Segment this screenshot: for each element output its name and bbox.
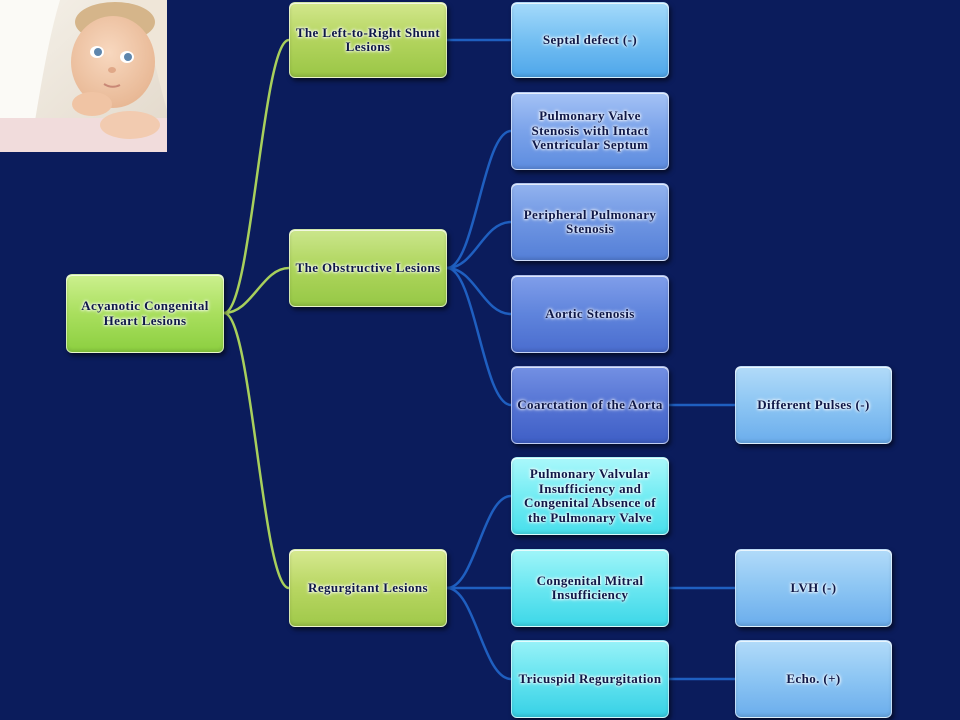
node-echo: Echo. (+) xyxy=(735,640,892,718)
node-label: Echo. (+) xyxy=(786,670,841,686)
node-lvh: LVH (-) xyxy=(735,549,892,627)
node-label: The Left-to-Right Shunt Lesions xyxy=(295,24,441,54)
node-label: Regurgitant Lesions xyxy=(308,579,428,595)
node-peripheral-pulmonary-stenosis: Peripheral Pulmonary Stenosis xyxy=(511,183,669,261)
white-drape xyxy=(0,0,60,152)
node-different-pulses: Different Pulses (-) xyxy=(735,366,892,444)
node-label: Pulmonary Valvular Insufficiency and Con… xyxy=(524,466,656,525)
node-regurgitant-lesions: Regurgitant Lesions xyxy=(289,549,447,627)
node-label: The Obstructive Lesions xyxy=(295,259,441,275)
node-coarctation-of-the-aorta: Coarctation of the Aorta xyxy=(511,366,669,444)
baby-hand xyxy=(72,92,112,116)
connector-root-to-regurgitant xyxy=(222,311,291,590)
connector-root-to-left-to-right-shunt xyxy=(222,38,291,315)
baby-nose xyxy=(108,67,116,73)
node-tricuspid-regurgitation: Tricuspid Regurgitation xyxy=(511,640,669,718)
connector-regurgitant-to-tricuspid-regurgitation xyxy=(445,586,513,681)
node-label: Pulmonary Valve Stenosis with Intact Ven… xyxy=(531,108,649,153)
node-label: Tricuspid Regurgitation xyxy=(518,670,662,686)
node-label: Septal defect (-) xyxy=(542,31,638,47)
node-left-to-right-shunt-lesions: The Left-to-Right Shunt Lesions xyxy=(289,2,447,78)
node-label: Acyanotic Congenital Heart Lesions xyxy=(81,298,209,328)
baby-photo xyxy=(0,0,167,152)
connector-obstructive-to-aortic-stenosis xyxy=(445,266,513,316)
drape-fold xyxy=(130,0,167,110)
connector-root-to-obstructive xyxy=(222,266,291,315)
node-congenital-mitral-insufficiency: Congenital Mitral Insufficiency xyxy=(511,549,669,627)
connector-obstructive-to-peripheral-pulmonary-stenosis xyxy=(445,220,513,270)
node-label: Aortic Stenosis xyxy=(545,305,635,321)
baby-mouth xyxy=(103,83,121,88)
baby-left-iris xyxy=(94,48,102,56)
node-septal-defect: Septal defect (-) xyxy=(511,2,669,78)
node-pulmonary-valve-stenosis: Pulmonary Valve Stenosis with Intact Ven… xyxy=(511,92,669,170)
node-aortic-stenosis: Aortic Stenosis xyxy=(511,275,669,353)
connector-obstructive-to-pulmonary-valve-stenosis xyxy=(445,129,513,270)
baby-arm xyxy=(100,111,160,139)
node-pulmonary-valvular-insufficiency: Pulmonary Valvular Insufficiency and Con… xyxy=(511,457,669,535)
baby-right-iris xyxy=(124,53,132,61)
node-label: LVH (-) xyxy=(790,579,837,595)
baby-face xyxy=(71,16,155,108)
node-acyanotic-congenital-heart-lesions: Acyanotic Congenital Heart Lesions xyxy=(66,274,224,353)
node-label: Peripheral Pulmonary Stenosis xyxy=(523,206,657,236)
node-label: Coarctation of the Aorta xyxy=(517,396,663,412)
node-label: Different Pulses (-) xyxy=(757,396,870,412)
node-label: Congenital Mitral Insufficiency xyxy=(536,572,644,602)
node-obstructive-lesions: The Obstructive Lesions xyxy=(289,229,447,307)
connector-obstructive-to-coarctation xyxy=(445,266,513,407)
baby-photo-illustration xyxy=(0,0,167,152)
connector-regurgitant-to-pulmonary-valvular-insufficiency xyxy=(445,494,513,590)
